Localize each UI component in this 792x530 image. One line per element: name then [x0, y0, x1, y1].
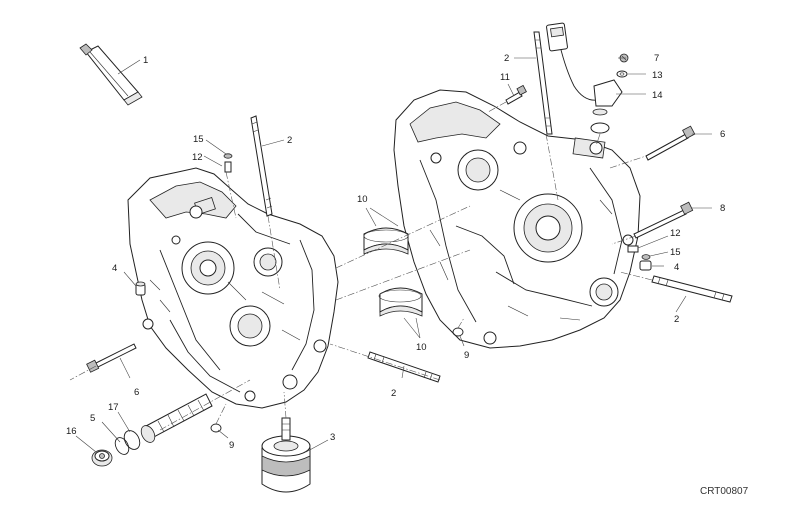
callout-12b: 12 [670, 228, 681, 239]
screw-6-left [86, 343, 137, 373]
callout-16: 16 [66, 426, 77, 437]
o-ring-17 [123, 430, 141, 450]
callout-11: 11 [500, 72, 510, 83]
callout-8: 8 [720, 203, 725, 214]
stud-left-vertical [250, 115, 273, 217]
plug-12-left [224, 161, 232, 173]
callout-1: 1 [143, 55, 148, 66]
callout-15a: 15 [193, 134, 204, 145]
callout-2d: 2 [674, 314, 679, 325]
main-bearing-upper [363, 227, 409, 255]
stud-right-horizontal [651, 275, 733, 303]
callout-2a: 2 [287, 135, 292, 146]
diagram-reference-code: CRT00807 [700, 486, 749, 497]
callout-6b: 6 [720, 129, 725, 140]
main-bearing-lower [378, 287, 423, 317]
callout-15b: 15 [670, 247, 681, 258]
callout-13: 13 [652, 70, 663, 81]
o-ring-5 [114, 437, 130, 455]
oil-strainer [140, 393, 213, 443]
callout-17: 17 [108, 402, 119, 413]
callout-6a: 6 [134, 387, 139, 398]
washer-15-right [641, 254, 651, 260]
dowel-4-left [135, 281, 146, 296]
leader-lines [75, 57, 712, 453]
callout-4a: 4 [112, 263, 117, 274]
callout-4b: 4 [674, 262, 679, 273]
left-crankcase-half [127, 167, 339, 409]
plug-12-right [627, 245, 639, 253]
dowel-4-right [639, 260, 652, 271]
assembly-axis-lines [69, 101, 653, 431]
washer-15-left [223, 153, 233, 159]
sensor-with-cable [546, 22, 623, 134]
callout-12a: 12 [192, 152, 203, 163]
callout-10b: 10 [416, 342, 427, 353]
callout-9a: 9 [229, 440, 234, 451]
stud-right-vertical [533, 31, 553, 135]
callout-9b: 9 [464, 350, 469, 361]
callout-5: 5 [90, 413, 95, 424]
callout-3: 3 [330, 432, 335, 443]
right-crankcase-half [393, 89, 641, 349]
callout-2b: 2 [504, 53, 509, 64]
screw-8 [633, 201, 694, 239]
callout-14: 14 [652, 90, 663, 101]
callout-10a: 10 [357, 194, 368, 205]
screw-6-right [645, 125, 696, 161]
screw-11 [505, 84, 527, 105]
o-ring-9-left [210, 423, 222, 433]
oil-filter [261, 417, 311, 493]
callout-labels: 1 2 2 2 2 3 4 4 5 6 6 7 8 9 9 10 10 11 1… [66, 53, 725, 451]
callout-2c: 2 [391, 388, 396, 399]
drain-cap-16 [91, 449, 113, 467]
washer-13 [616, 70, 628, 78]
sealant-tube-part [79, 43, 143, 106]
callout-7: 7 [654, 53, 659, 64]
